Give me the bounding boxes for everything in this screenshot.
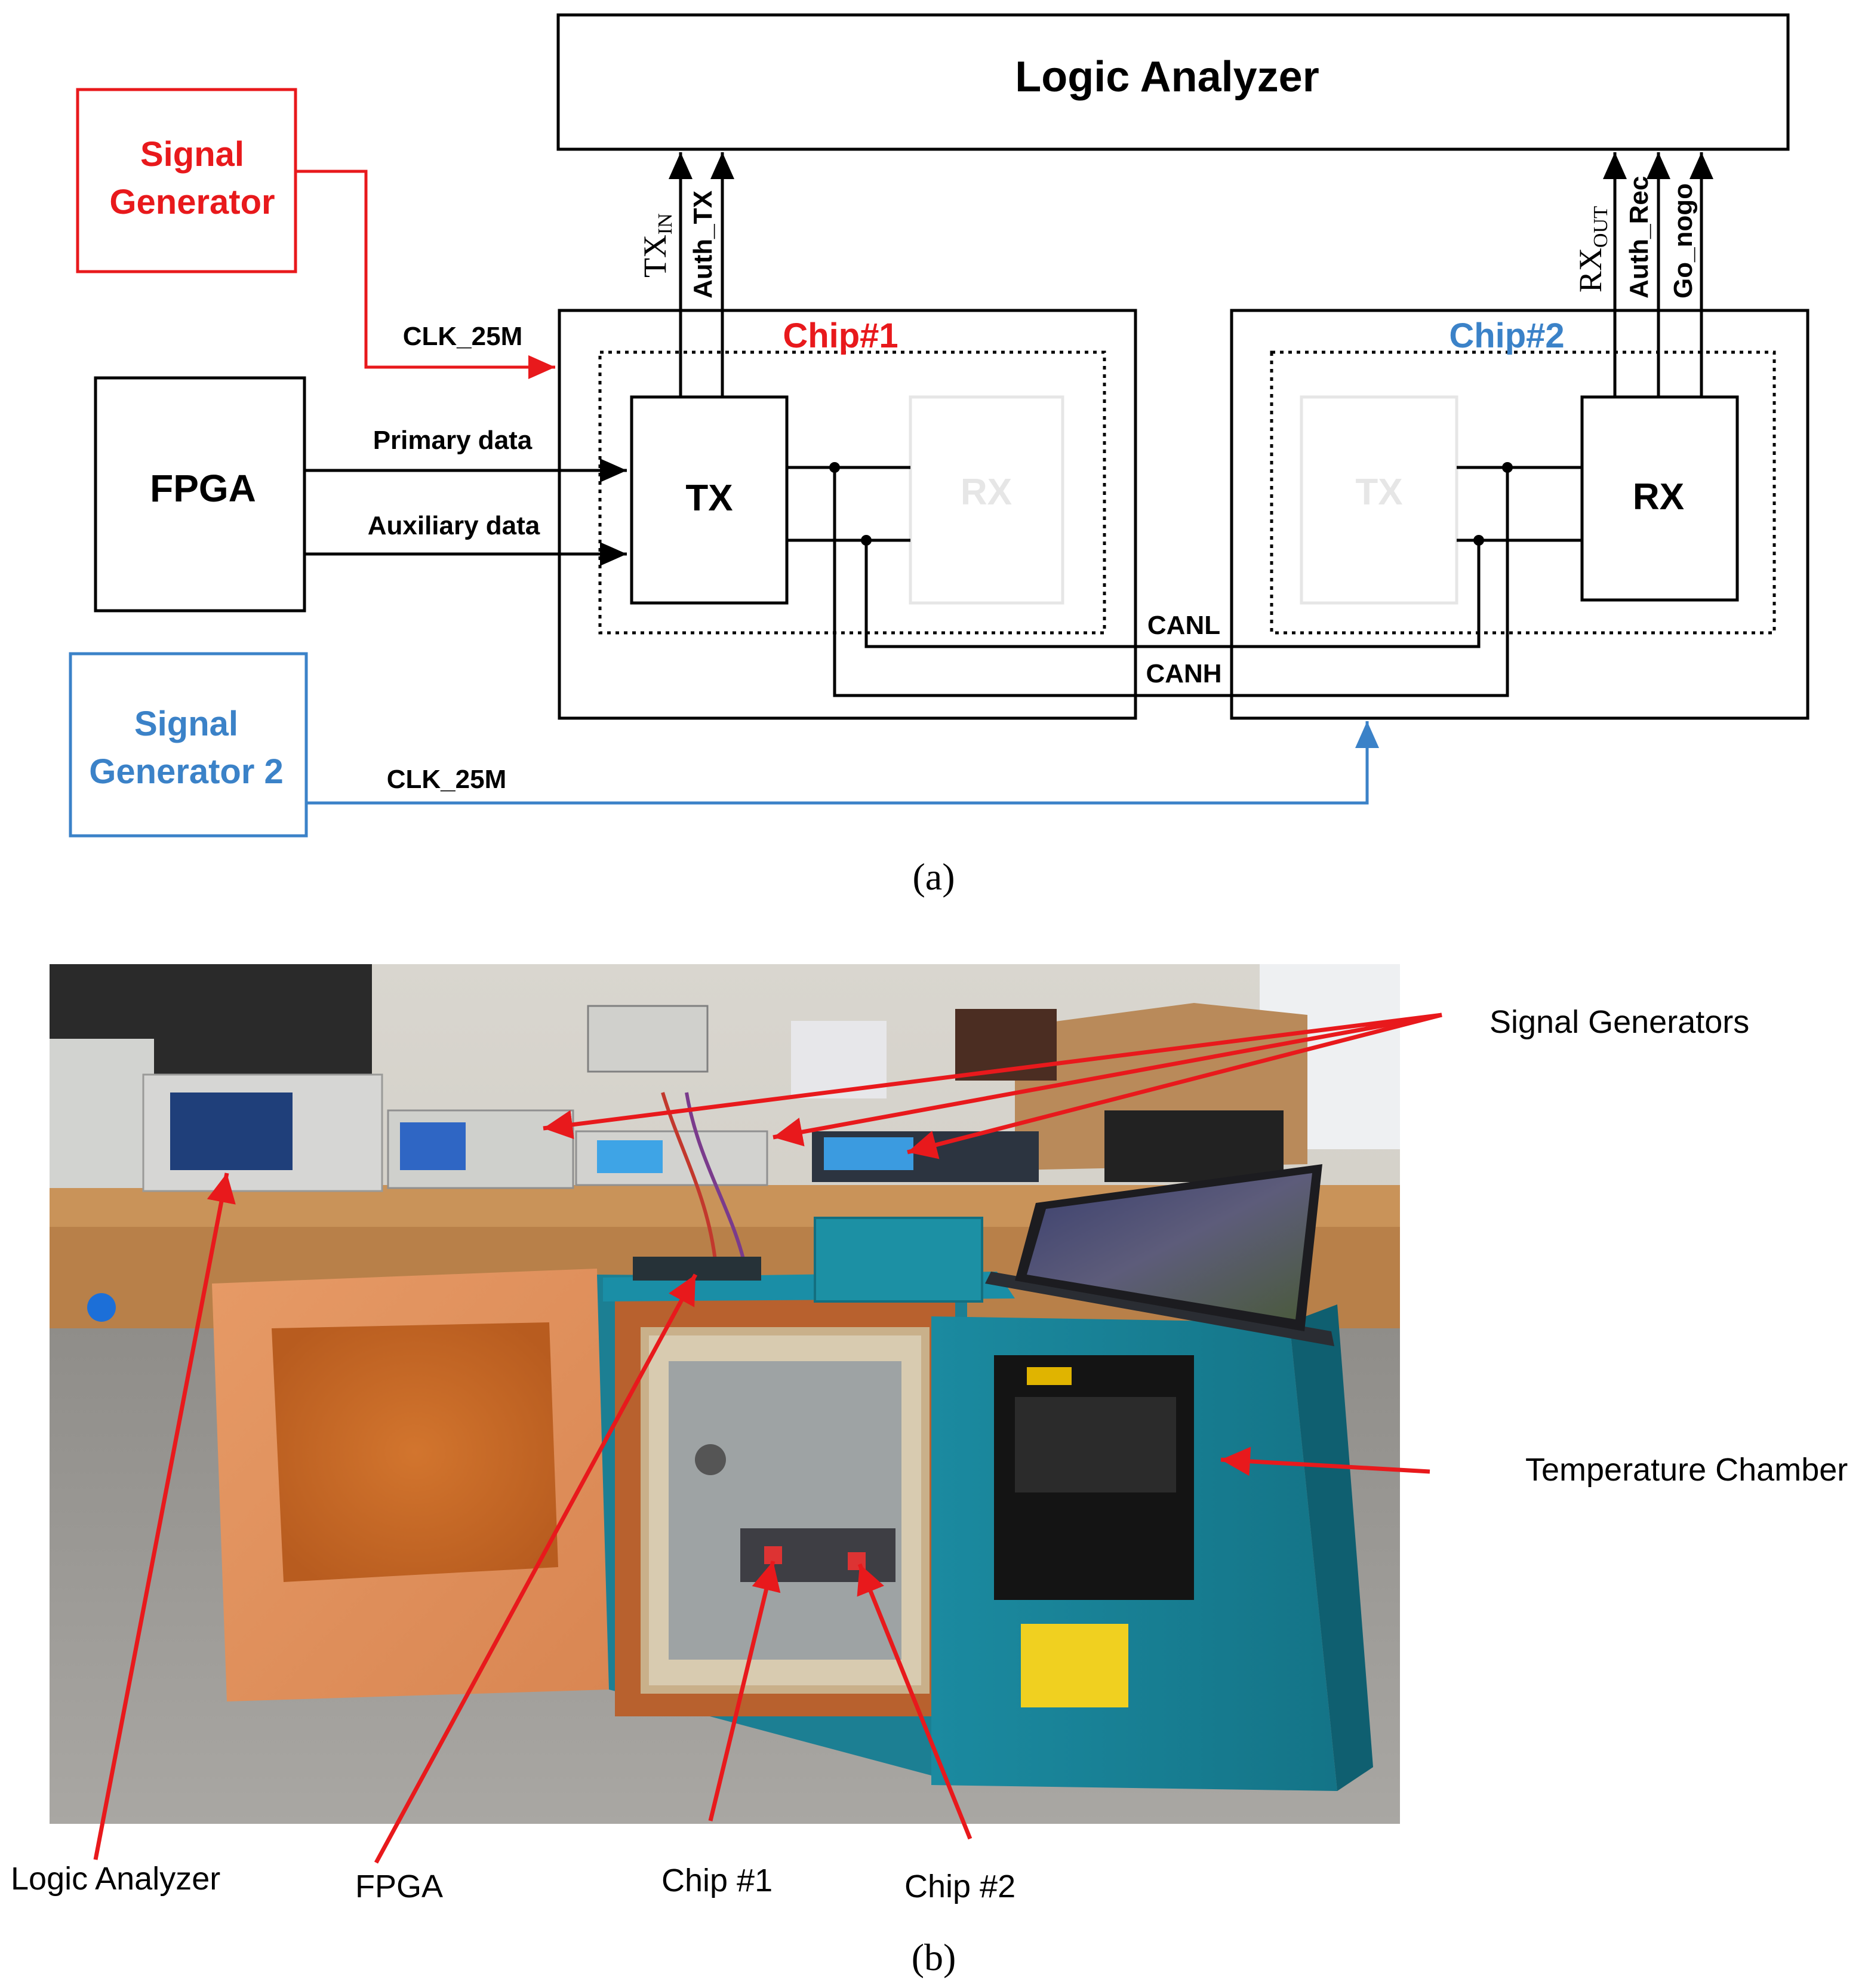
fpga-label: FPGA bbox=[150, 467, 256, 510]
controller-display bbox=[1015, 1397, 1176, 1492]
signal-generator-2-label-line1: Signal bbox=[134, 704, 238, 743]
callout-arrow-logic-analyzer bbox=[93, 1173, 236, 1860]
callout-arrow-chamber bbox=[1220, 1447, 1430, 1476]
blue-tape-roll bbox=[87, 1293, 116, 1322]
black-equipment bbox=[1104, 1110, 1284, 1182]
label-chip2: Chip #2 bbox=[904, 1869, 1015, 1904]
chip1-tx-label: TX bbox=[685, 478, 733, 519]
callout-arrow-sg2 bbox=[773, 1013, 1442, 1147]
callout-arrow-chip1 bbox=[708, 1561, 781, 1821]
warning-sticker bbox=[1027, 1367, 1072, 1385]
label-fpga: FPGA bbox=[355, 1869, 443, 1904]
label-chip1: Chip #1 bbox=[661, 1863, 773, 1898]
chip2-rx-box bbox=[1580, 395, 1739, 602]
callout-arrows bbox=[93, 1013, 1442, 1864]
test-boards bbox=[740, 1528, 895, 1582]
signal-generator-2-box bbox=[69, 652, 308, 838]
chip1-rx-box bbox=[909, 395, 1064, 605]
chip1-tx-box bbox=[630, 395, 789, 605]
signal-generator-3-screen bbox=[824, 1137, 913, 1170]
wires bbox=[685, 1092, 748, 1272]
caption-a: (a) bbox=[912, 855, 955, 898]
laptop-screen bbox=[1027, 1173, 1312, 1319]
go-nogo-label: Go_nogo bbox=[1669, 183, 1698, 298]
callout-arrow-fpga bbox=[374, 1273, 698, 1864]
door-insulation bbox=[272, 1322, 558, 1582]
clk-label-2: CLK_25M bbox=[387, 765, 507, 794]
warning-label bbox=[1021, 1624, 1128, 1707]
label-temperature-chamber: Temperature Chamber bbox=[1525, 1452, 1848, 1488]
junction-dot bbox=[1502, 462, 1513, 473]
signal-generator-1-screen bbox=[400, 1122, 466, 1170]
panel-b-photo: Signal Generators Temperature Chamber Lo… bbox=[11, 964, 1848, 1978]
label-logic-analyzer: Logic Analyzer bbox=[11, 1861, 220, 1897]
can-bus-wiring bbox=[787, 466, 1582, 697]
primary-data-label: Primary data bbox=[373, 426, 533, 455]
tx-in-label: TXIN bbox=[637, 213, 676, 278]
power-supply bbox=[587, 1005, 709, 1073]
logic-analyzer-label: Logic Analyzer bbox=[1015, 53, 1319, 101]
canl-label: CANL bbox=[1147, 611, 1220, 640]
junction-dot bbox=[829, 462, 840, 473]
fpga-box bbox=[94, 376, 306, 613]
clk-line-1 bbox=[296, 170, 555, 379]
chip1-inner-dotted bbox=[598, 350, 1106, 635]
rx-out-label: RXOUT bbox=[1572, 206, 1612, 293]
chip1-label: Chip#1 bbox=[783, 316, 898, 355]
chip1-rx-label: RX bbox=[961, 472, 1012, 513]
signal-generator-2-label-line2: Generator 2 bbox=[89, 752, 284, 791]
oscilloscope bbox=[50, 1039, 154, 1188]
control-cabinet-side bbox=[1290, 1304, 1373, 1791]
junction-dot bbox=[1473, 535, 1484, 546]
chamber-port bbox=[695, 1444, 726, 1475]
panel-a-diagram: Logic Analyzer Signal Generator CLK_25M … bbox=[69, 13, 1809, 898]
chip2-rx-label: RX bbox=[1633, 476, 1684, 518]
signal-generator-1-box bbox=[76, 88, 297, 273]
auxiliary-data-label: Auxiliary data bbox=[368, 511, 540, 540]
fpga-board bbox=[633, 1257, 761, 1281]
callout-arrow-sg3 bbox=[907, 1013, 1442, 1159]
chip2-inner-dotted bbox=[1270, 350, 1776, 635]
chip2-label: Chip#2 bbox=[1449, 316, 1564, 355]
chamber-interior bbox=[669, 1361, 901, 1660]
canl-label-bg bbox=[1141, 609, 1226, 642]
canh-label-bg bbox=[1141, 657, 1226, 690]
chip2-tx-box bbox=[1300, 395, 1458, 605]
signal-generator-2-screen bbox=[597, 1140, 663, 1173]
junction-dot bbox=[861, 535, 872, 546]
chip1-box bbox=[558, 309, 1137, 720]
callout-arrow-sg1 bbox=[543, 1013, 1442, 1140]
clk-line-2 bbox=[306, 721, 1379, 805]
label-signal-generators: Signal Generators bbox=[1490, 1004, 1749, 1040]
caption-b: (b) bbox=[912, 1936, 956, 1978]
canh-label: CANH bbox=[1146, 659, 1221, 688]
wires bbox=[661, 1092, 718, 1272]
signal-generator-1-label-line2: Generator bbox=[109, 183, 275, 221]
signal-generator-1-label-line1: Signal bbox=[140, 135, 244, 174]
clk-label-1: CLK_25M bbox=[403, 322, 523, 351]
chip2-box bbox=[1230, 309, 1809, 720]
logic-analyzer-screen bbox=[170, 1093, 293, 1170]
callout-arrow-chip2 bbox=[857, 1563, 973, 1840]
teal-box bbox=[814, 1217, 983, 1303]
auth-tx-label: Auth_TX bbox=[688, 190, 718, 298]
logic-analyzer-box bbox=[556, 13, 1790, 151]
chip2-tx-label: TX bbox=[1355, 472, 1402, 513]
auth-rec-label: Auth_Rec bbox=[1624, 176, 1654, 298]
